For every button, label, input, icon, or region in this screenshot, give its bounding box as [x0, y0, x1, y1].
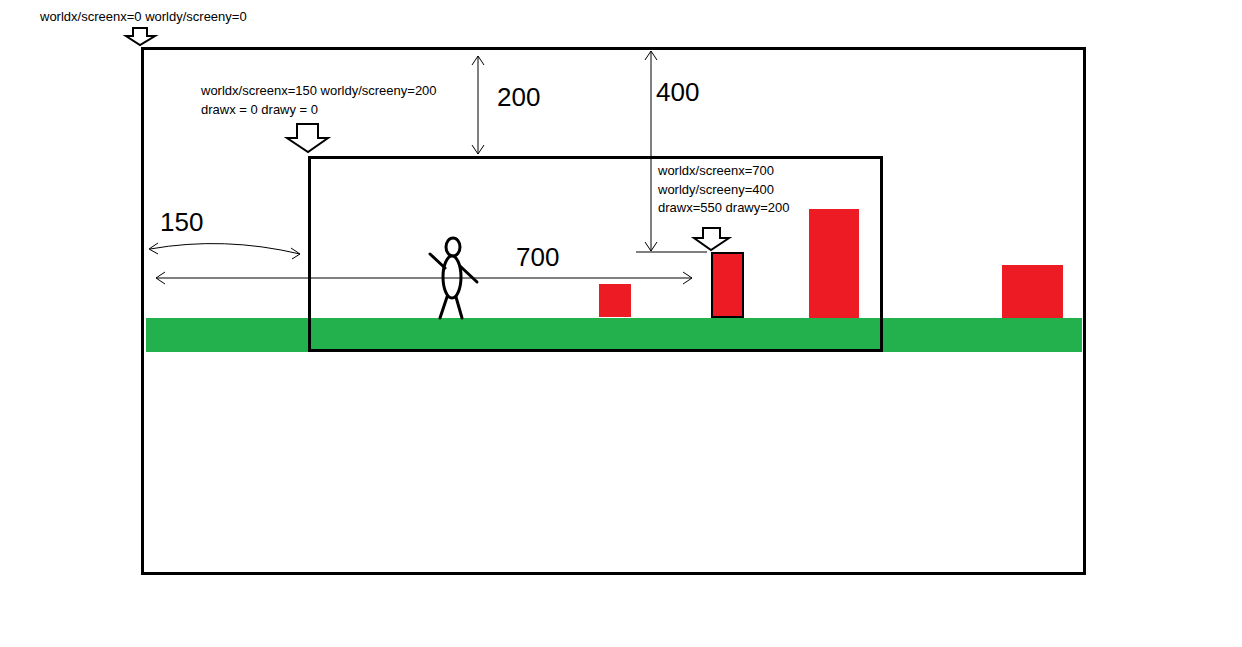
arrow-head — [149, 243, 158, 254]
arrow-head — [645, 242, 657, 251]
figure-leg — [456, 297, 462, 318]
arrow-head — [472, 145, 484, 154]
dimension-line — [156, 278, 692, 279]
red-block — [809, 209, 859, 318]
dimension-line — [478, 56, 479, 154]
dimension-value: 400 — [656, 77, 699, 107]
arrow-head — [645, 51, 657, 60]
coordinate-note: worldx/screenx=700 worldy/screeny=400 dr… — [658, 162, 798, 218]
figure-arm — [460, 266, 477, 282]
arrow-head — [472, 56, 484, 65]
arrow-head — [291, 248, 300, 259]
dimension-line — [651, 51, 652, 251]
figure-leg — [440, 297, 447, 318]
world-box: worldx/screenx=0 worldy/screeny=0worldx/… — [141, 47, 1086, 575]
ground-strip — [146, 318, 1082, 352]
figure-body — [443, 256, 461, 298]
coordinate-note: worldx/screenx=0 worldy/screeny=0 — [40, 7, 247, 26]
dimension-curve — [150, 244, 300, 254]
pointer-arrow — [694, 228, 729, 250]
dimension-value: 150 — [160, 207, 203, 237]
dimension-value: 200 — [497, 82, 540, 112]
dimension-value: 700 — [516, 242, 559, 272]
arrow-head — [156, 272, 165, 284]
target-block: worldx/screenx=700 worldy/screeny=400 dr… — [711, 252, 744, 318]
arrow-head — [683, 272, 692, 284]
figure-arm — [430, 254, 445, 268]
pointer-arrow — [126, 28, 155, 45]
red-block — [599, 284, 631, 317]
red-block — [1002, 265, 1063, 318]
screen-viewport: worldx/screenx=150 worldy/screeny=200 dr… — [308, 156, 883, 352]
figure-head — [446, 238, 460, 256]
reference-line — [636, 252, 707, 253]
pointer-arrow — [287, 124, 328, 152]
coordinate-note: worldx/screenx=150 worldy/screeny=200 dr… — [201, 81, 456, 119]
